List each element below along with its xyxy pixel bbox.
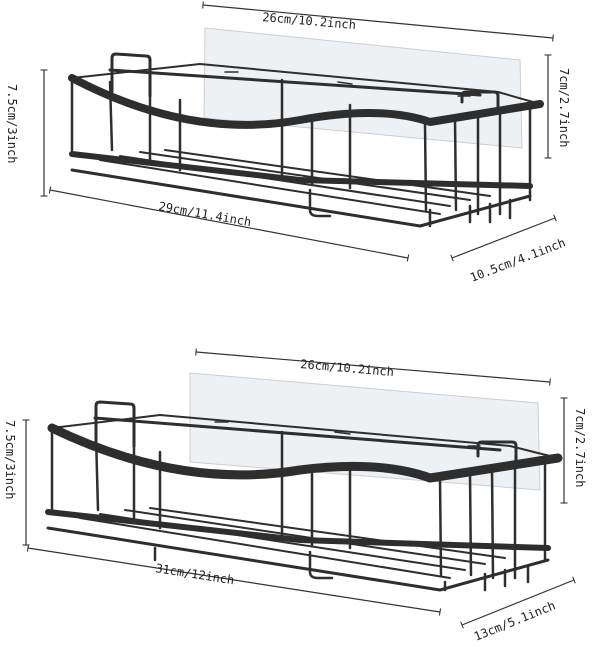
- dim-top-width-2: 26cm/10.2inch: [300, 357, 395, 379]
- dim-front-height-2: 7.5cm/3inch: [3, 420, 17, 499]
- dim-line-depth-1: [450, 214, 557, 262]
- dim-length-2: 31cm/12inch: [155, 561, 236, 587]
- dim-line-depth-2: [460, 576, 576, 629]
- dim-line-length-2: [26, 544, 442, 616]
- dim-length-1: 29cm/11.4inch: [157, 199, 252, 229]
- dim-top-width-1: 26cm/10.2inch: [262, 10, 357, 32]
- rack-1: 26cm/10.2inch 7cm/2.7inch 7.5cm/3inch 29…: [5, 1, 571, 285]
- dim-front-height-1: 7.5cm/3inch: [5, 84, 19, 163]
- adhesive-pad-2: [189, 372, 541, 491]
- dim-depth-2: 13cm/5.1inch: [472, 598, 558, 643]
- dim-side-height-1: 7cm/2.7inch: [557, 68, 571, 147]
- rack-2: 26cm/10.2inch 7cm/2.7inch 7.5cm/3inch 31…: [3, 348, 587, 644]
- dim-side-height-2: 7cm/2.7inch: [573, 408, 587, 487]
- dim-depth-1: 10.5cm/4.1inch: [468, 235, 567, 284]
- dim-line-top-2: [195, 348, 551, 386]
- dim-line-top-1: [202, 1, 554, 42]
- dim-line-length-1: [48, 186, 410, 262]
